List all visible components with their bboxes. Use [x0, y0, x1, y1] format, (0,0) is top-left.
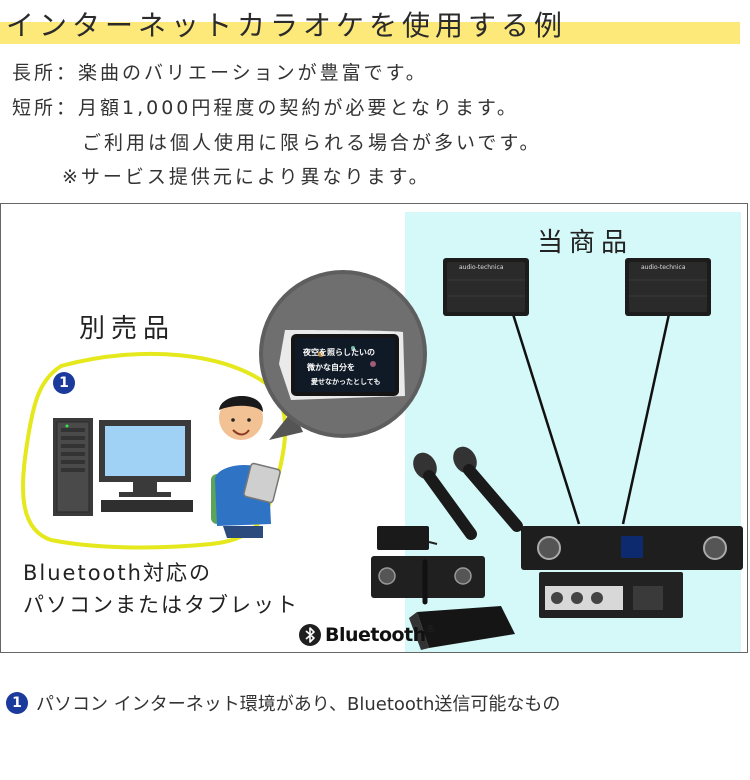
speaker-left-brand: audio-technica: [459, 264, 504, 271]
pc-monitor: [99, 420, 193, 512]
lyrics-line-1: 夜空を照らしたいの: [303, 348, 375, 357]
device-label-line-1: Bluetooth対応の: [23, 561, 212, 585]
person-with-tablet: [211, 396, 281, 538]
bluetooth-registered-mark: ®: [425, 624, 436, 635]
speaker-right-brand: audio-technica: [641, 264, 686, 271]
info-cons: 短所：月額1,000円程度の契約が必要となります。: [12, 97, 519, 119]
footer-text: パソコン インターネット環境があり、Bluetooth送信可能なもの: [36, 694, 561, 715]
info-pros: 長所：楽曲のバリエーションが豊富です。: [12, 62, 428, 84]
product-label: 当商品: [537, 228, 634, 258]
speaker-cable-right: [621, 313, 671, 525]
wireless-receiver: [521, 526, 743, 570]
info-provider-note: ※サービス提供元により異なります。: [62, 166, 431, 188]
device-label-line-2: パソコンまたはタブレット: [23, 593, 299, 617]
bluetooth-logo: Bluetooth®: [299, 624, 436, 652]
footer-note: 1 パソコン インターネット環境があり、Bluetooth送信可能なもの: [6, 690, 560, 716]
bluetooth-logo-text: Bluetooth: [325, 624, 426, 646]
lyrics-line-3: 愛せなかったとしても: [311, 378, 381, 386]
lyrics-line-2: 微かな自分を: [307, 363, 355, 372]
microphone-left: [413, 452, 477, 540]
page-header: インターネットカラオケを使用する例: [0, 0, 740, 50]
title-highlight-bar: [0, 22, 740, 44]
speaker-left: [443, 258, 529, 316]
bluetooth-icon: [299, 624, 321, 646]
speaker-right: [625, 258, 711, 316]
diagram-artwork: [21, 258, 743, 650]
adapter-box: [377, 526, 438, 550]
mixer-unit: [539, 572, 683, 618]
info-usage-note: ご利用は個人使用に限られる場合が多いです。: [82, 132, 542, 154]
microphone-right: [453, 446, 523, 532]
usage-diagram: 夜空を照らしたいの 微かな自分を 愛せなかったとしても audio-techni…: [0, 203, 748, 653]
amplifier-unit: [371, 556, 485, 598]
page-title: インターネットカラオケを使用する例: [6, 9, 568, 42]
separate-items-label: 別売品: [79, 314, 176, 344]
pc-tower: [53, 418, 93, 516]
bluetooth-transmitter: [409, 559, 515, 650]
speaker-cable-left: [511, 313, 581, 525]
device-number-badge: 1: [53, 372, 75, 394]
separate-items-outline: [21, 351, 288, 550]
phone-speech-bubble: [259, 270, 427, 440]
footer-number-badge: 1: [6, 692, 28, 714]
